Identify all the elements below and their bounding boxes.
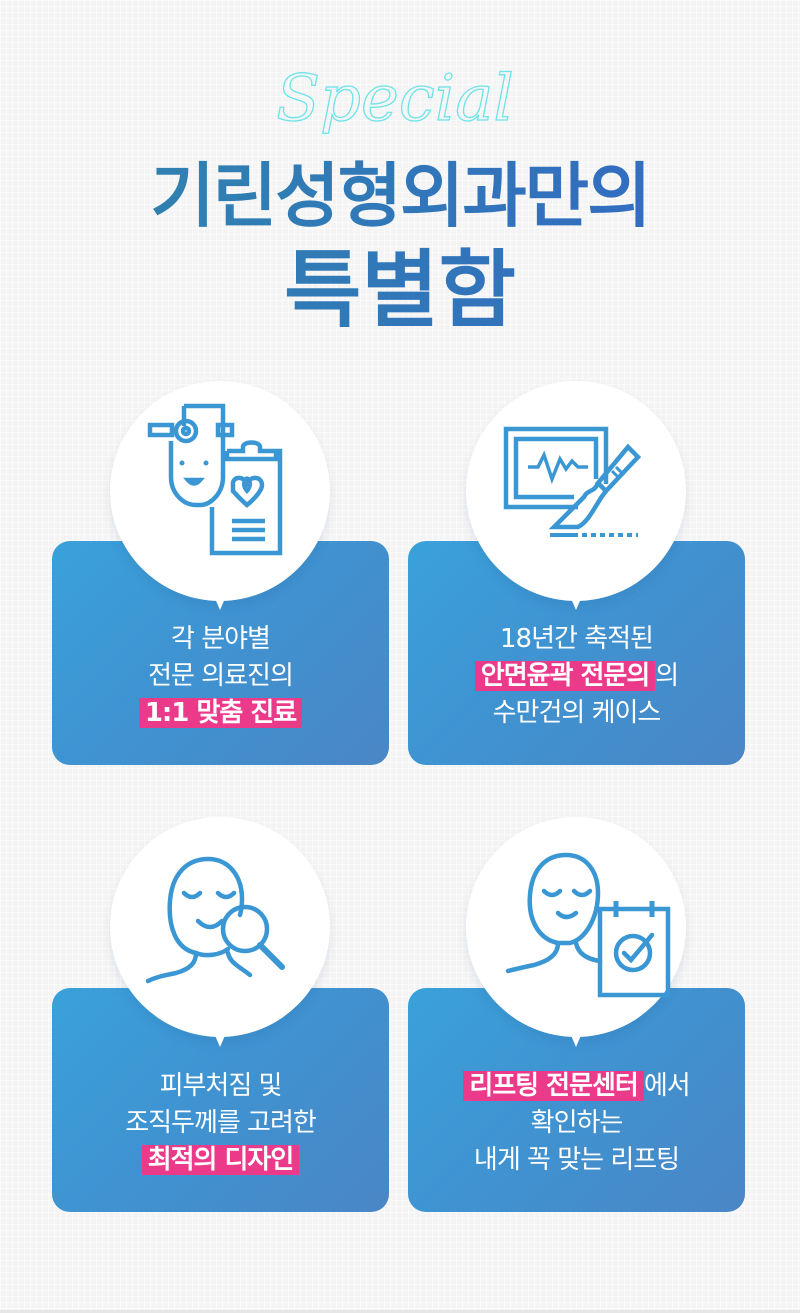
- bubble-pointer: [207, 1017, 233, 1047]
- special-script-text: Special: [276, 61, 515, 136]
- feature-card-specialist-care: 각 분야별 전문 의료진의 1:1 맞춤 진료: [52, 315, 389, 765]
- icon-bubble: [110, 381, 330, 601]
- card-text: 각 분야별 전문 의료진의 1:1 맞춤 진료: [52, 621, 389, 732]
- svg-text:Special: Special: [276, 62, 514, 136]
- highlight-text: 최적의 디자인: [141, 1145, 300, 1175]
- icon-bubble: [466, 817, 686, 1037]
- icon-bubble: [110, 817, 330, 1037]
- page-subtitle: 특별함: [0, 238, 800, 342]
- monitor-scalpel-icon: [503, 426, 642, 537]
- page-title: 기린성형외과만의: [0, 150, 800, 242]
- bubble-pointer: [563, 580, 589, 610]
- doctor-clipboard-icon: [147, 403, 283, 556]
- highlight-text: 리프팅 전문센터: [463, 1071, 644, 1101]
- feature-card-optimal-design: 피부처짐 및 조직두께를 고려한 최적의 디자인: [52, 762, 389, 1212]
- bottom-divider: [0, 1310, 800, 1313]
- highlight-text: 안면윤곽 전문의: [474, 661, 656, 691]
- face-checklist-icon: [505, 852, 671, 998]
- card-text: 피부처짐 및 조직두께를 고려한 최적의 디자인: [125, 1071, 317, 1175]
- highlight-text: 1:1 맞춤 진료: [138, 698, 303, 728]
- bubble-pointer: [563, 1017, 589, 1047]
- bubble-pointer: [207, 580, 233, 610]
- icon-bubble: [466, 381, 686, 601]
- face-magnifier-icon: [145, 856, 285, 984]
